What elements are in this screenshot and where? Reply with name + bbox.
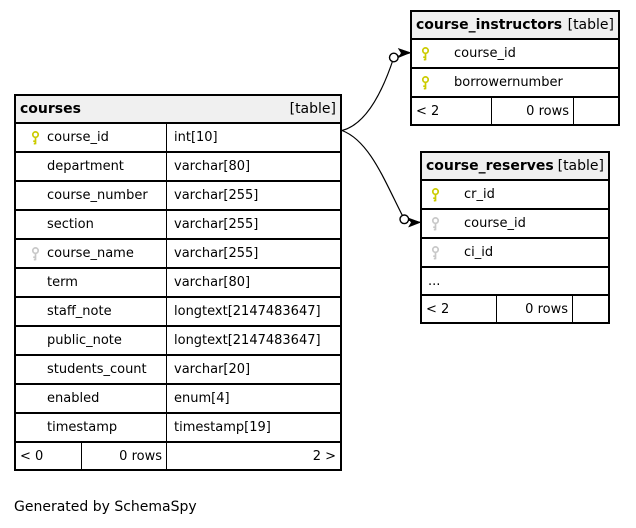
table-course-reserves-footer: < 2 0 rows	[422, 296, 608, 322]
table-courses-footer: < 0 0 rows 2 >	[16, 443, 340, 469]
column-type: timestamp[19]	[174, 420, 271, 435]
column-name: borrowernumber	[454, 75, 563, 90]
column-row-borrowernumber: borrowernumber	[412, 69, 618, 98]
column-name: department	[47, 159, 124, 174]
column-row-enabled: enabled enum[4]	[16, 385, 340, 414]
column-name: ci_id	[464, 245, 494, 260]
row-count: 0 rows	[82, 443, 167, 469]
column-name: course_id	[464, 216, 526, 231]
column-name: course_id	[454, 46, 516, 61]
child-count: 2 >	[312, 448, 336, 464]
column-name: term	[47, 275, 78, 290]
column-name: public_note	[47, 333, 122, 348]
table-course-instructors-footer: < 2 0 rows	[412, 98, 618, 124]
table-name: course_reserves	[426, 158, 554, 174]
column-row-term: term varchar[80]	[16, 269, 340, 298]
column-row-course-id: course_id	[412, 40, 618, 69]
index-key-icon	[422, 245, 464, 260]
arrowhead-icon	[407, 217, 422, 228]
column-name: section	[47, 217, 94, 232]
zero-one-dot-icon	[388, 52, 399, 63]
column-row-course-id: course_id int[10]	[16, 124, 340, 153]
column-row-course-id: course_id	[422, 210, 608, 239]
column-row-section: section varchar[255]	[16, 211, 340, 240]
table-courses-header: courses [table]	[16, 96, 340, 124]
column-name: enabled	[47, 391, 100, 406]
column-name: timestamp	[47, 420, 118, 435]
child-count	[574, 98, 618, 124]
table-type-tag: [table]	[289, 101, 336, 117]
column-type: varchar[255]	[174, 246, 259, 261]
column-type: int[10]	[174, 130, 218, 145]
row-count: 0 rows	[492, 98, 574, 124]
parent-count: < 0	[16, 443, 82, 469]
more-columns-ellipsis: ...	[422, 268, 608, 296]
column-row-timestamp: timestamp timestamp[19]	[16, 414, 340, 443]
parent-count: < 2	[412, 98, 492, 124]
row-count: 0 rows	[497, 296, 573, 322]
column-name: course_name	[47, 246, 134, 261]
column-row-students-count: students_count varchar[20]	[16, 356, 340, 385]
column-type: varchar[20]	[174, 362, 251, 377]
column-row-department: department varchar[80]	[16, 153, 340, 182]
primary-key-icon	[16, 130, 47, 145]
primary-key-icon	[412, 75, 454, 90]
index-key-icon	[422, 216, 464, 231]
index-key-icon	[16, 246, 47, 261]
edge-courses-to-course-instructors	[341, 47, 412, 132]
table-name: courses	[20, 101, 81, 117]
column-name: course_number	[47, 188, 148, 203]
column-row-cr-id: cr_id	[422, 181, 608, 210]
table-courses[interactable]: courses [table] course_id int[10] depart…	[14, 94, 342, 471]
arrowhead-icon	[397, 47, 412, 59]
column-type: varchar[80]	[174, 159, 251, 174]
parent-count: < 2	[422, 296, 497, 322]
zero-one-dot-icon	[399, 214, 410, 225]
edge-courses-to-course-reserves	[341, 129, 422, 228]
column-type: longtext[2147483647]	[174, 333, 321, 348]
primary-key-icon	[422, 187, 464, 202]
table-type-tag: [table]	[557, 158, 604, 174]
column-row-public-note: public_note longtext[2147483647]	[16, 327, 340, 356]
table-name: course_instructors	[416, 17, 563, 33]
column-row-course-name: course_name varchar[255]	[16, 240, 340, 269]
column-row-course-number: course_number varchar[255]	[16, 182, 340, 211]
column-type: varchar[80]	[174, 275, 251, 290]
column-name: cr_id	[464, 187, 495, 202]
table-type-tag: [table]	[567, 17, 614, 33]
column-type: longtext[2147483647]	[174, 304, 321, 319]
table-course-instructors-header: course_instructors [table]	[412, 12, 618, 40]
table-course-reserves[interactable]: course_reserves [table] cr_id course_id	[420, 151, 610, 324]
primary-key-icon	[412, 46, 454, 61]
table-course-reserves-header: course_reserves [table]	[422, 153, 608, 181]
table-course-instructors[interactable]: course_instructors [table] course_id bor…	[410, 10, 620, 126]
column-row-ci-id: ci_id	[422, 239, 608, 268]
column-name: staff_note	[47, 304, 112, 319]
column-type: varchar[255]	[174, 217, 259, 232]
generated-by-note: Generated by SchemaSpy	[14, 499, 197, 515]
column-type: enum[4]	[174, 391, 230, 406]
column-row-staff-note: staff_note longtext[2147483647]	[16, 298, 340, 327]
column-name: students_count	[47, 362, 147, 377]
child-count	[573, 296, 608, 322]
ellipsis-text: ...	[428, 273, 441, 289]
column-type: varchar[255]	[174, 188, 259, 203]
column-name: course_id	[47, 130, 109, 145]
